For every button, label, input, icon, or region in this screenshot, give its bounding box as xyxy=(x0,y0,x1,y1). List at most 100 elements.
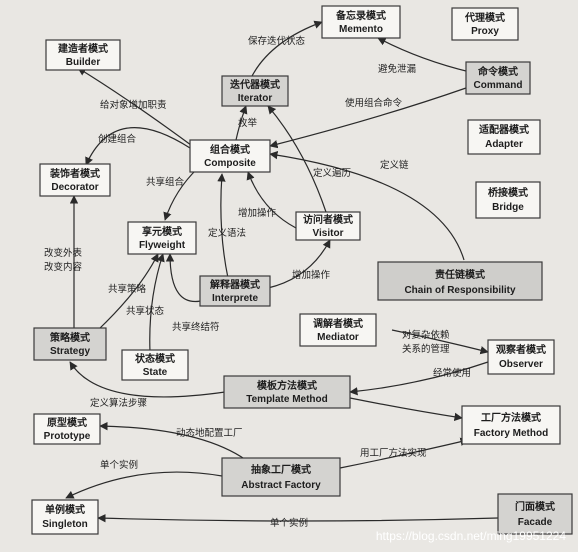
edge-composite-decorator xyxy=(85,127,191,166)
node-command: 命令模式 Command xyxy=(465,61,531,95)
label-complex-dependency-2: 关系的管理 xyxy=(402,343,450,355)
edge-labels: 保存迭代状态 避免泄漏 给对象增加职责 创建组合 使用组合命令 枚举 共享组合 … xyxy=(44,35,471,529)
node-template: 模板方法模式 Template Method xyxy=(223,375,351,409)
edge-abstract-factory-singleton xyxy=(65,471,223,499)
node-command-en: Command xyxy=(474,80,523,91)
node-flyweight: 享元模式 Flyweight xyxy=(127,221,197,255)
label-change-content: 改变内容 xyxy=(44,261,83,273)
node-template-en: Template Method xyxy=(246,394,327,405)
node-chain: 责任链模式 Chain of Responsibility xyxy=(377,261,543,301)
edge-command-memento xyxy=(377,37,471,73)
node-facade-en: Facade xyxy=(518,517,553,528)
node-memento-cn: 备忘录模式 xyxy=(335,9,386,22)
label-share-state: 共享状态 xyxy=(126,305,165,317)
node-composite-en: Composite xyxy=(204,158,256,169)
label-share-terminal: 共享终结符 xyxy=(172,321,220,333)
edge-interpreter-visitor xyxy=(267,239,331,289)
edge-abstract-factory-factory-method xyxy=(339,437,469,469)
edge-template-factory-method xyxy=(349,397,463,422)
node-observer-cn: 观察者模式 xyxy=(496,343,546,356)
edge-visitor-composite xyxy=(246,171,297,229)
node-mediator-cn: 调解者模式 xyxy=(313,317,363,330)
node-builder-cn: 建造者模式 xyxy=(57,42,108,55)
node-factory-method: 工厂方法模式 Factory Method xyxy=(461,405,561,445)
label-create-composite: 创建组合 xyxy=(98,133,137,145)
edges xyxy=(65,20,499,523)
node-flyweight-cn: 享元模式 xyxy=(142,225,182,238)
node-strategy-en: Strategy xyxy=(50,346,90,357)
node-chain-en: Chain of Responsibility xyxy=(404,285,516,296)
node-singleton: 单例模式 Singleton xyxy=(31,499,99,535)
node-iterator-cn: 迭代器模式 xyxy=(230,78,280,91)
label-share-composite: 共享组合 xyxy=(146,176,185,188)
node-interpreter-cn: 解释器模式 xyxy=(210,278,260,291)
watermark: https://blog.csdn.net/ming19951224 xyxy=(376,529,566,543)
node-prototype-en: Prototype xyxy=(44,431,91,442)
edge-strategy-flyweight xyxy=(97,253,159,331)
edge-mediator-observer xyxy=(391,329,489,355)
node-decorator: 装饰者模式 Decorator xyxy=(39,163,111,197)
edge-command-composite xyxy=(269,87,467,149)
node-visitor: 访问者模式 Visitor xyxy=(295,211,361,241)
node-prototype-cn: 原型模式 xyxy=(47,416,87,429)
edge-state-flyweight xyxy=(149,253,165,353)
node-bridge-cn: 桥接模式 xyxy=(488,186,528,199)
node-iterator-en: Iterator xyxy=(238,93,273,104)
node-memento: 备忘录模式 Memento xyxy=(321,5,401,39)
node-interpreter: 解释器模式 Interprete xyxy=(199,275,271,307)
label-single-instance-1: 单个实例 xyxy=(100,459,138,471)
label-single-instance-2: 单个实例 xyxy=(270,517,308,529)
node-singleton-en: Singleton xyxy=(42,519,88,530)
label-define-traversal: 定义遍历 xyxy=(313,167,351,179)
label-share-strategy: 共享策略 xyxy=(108,283,147,295)
label-add-responsibility: 给对象增加职责 xyxy=(100,99,167,111)
node-visitor-cn: 访问者模式 xyxy=(303,213,353,226)
node-bridge: 桥接模式 Bridge xyxy=(475,181,541,219)
edge-composite-builder xyxy=(77,67,196,149)
label-often-use: 经常使用 xyxy=(433,367,471,379)
label-define-grammar: 定义语法 xyxy=(208,227,246,239)
node-abstract-factory-cn: 抽象工厂模式 xyxy=(251,463,311,476)
node-decorator-en: Decorator xyxy=(51,182,98,193)
edge-observer-template xyxy=(349,361,489,396)
node-proxy-cn: 代理模式 xyxy=(464,11,505,24)
node-abstract-factory-en: Abstract Factory xyxy=(241,480,321,491)
node-command-cn: 命令模式 xyxy=(477,65,518,78)
node-proxy-en: Proxy xyxy=(471,26,499,37)
edge-visitor-iterator xyxy=(267,105,327,213)
edge-facade-singleton xyxy=(97,514,499,523)
label-use-composite-command: 使用组合命令 xyxy=(345,97,403,109)
node-abstract-factory: 抽象工厂模式 Abstract Factory xyxy=(221,457,341,497)
node-adapter: 适配器模式 Adapter xyxy=(467,119,541,155)
node-observer-en: Observer xyxy=(499,359,543,370)
node-proxy: 代理模式 Proxy xyxy=(451,7,519,41)
label-dynamic-factory: 动态地配置工厂 xyxy=(176,427,243,439)
label-add-operation-1: 增加操作 xyxy=(238,207,277,219)
node-factory-method-en: Factory Method xyxy=(474,428,548,439)
node-mediator: 调解者模式 Mediator xyxy=(299,313,377,347)
node-iterator: 迭代器模式 Iterator xyxy=(221,75,289,107)
edge-template-strategy xyxy=(69,361,226,398)
node-prototype: 原型模式 Prototype xyxy=(33,413,101,445)
node-memento-en: Memento xyxy=(339,24,383,35)
node-singleton-cn: 单例模式 xyxy=(45,503,85,516)
node-flyweight-en: Flyweight xyxy=(139,240,186,251)
node-builder: 建造者模式 Builder xyxy=(45,39,121,71)
label-change-skin: 改变外表 xyxy=(44,247,83,259)
edge-composite-flyweight xyxy=(163,167,199,221)
node-observer: 观察者模式 Observer xyxy=(487,339,555,375)
node-facade: 门面模式 Facade xyxy=(497,493,573,535)
label-define-algorithm-steps: 定义算法步骤 xyxy=(90,397,147,409)
edge-interpreter-flyweight xyxy=(165,253,206,303)
label-add-operation-2: 增加操作 xyxy=(292,269,331,281)
label-avoid-leak: 避免泄漏 xyxy=(378,63,416,75)
node-chain-cn: 责任链模式 xyxy=(435,268,485,281)
label-enumerate: 枚举 xyxy=(238,117,258,129)
node-decorator-cn: 装饰者模式 xyxy=(49,167,100,180)
label-define-chain: 定义链 xyxy=(380,159,409,171)
label-save-iteration-state: 保存迭代状态 xyxy=(248,35,306,47)
edge-iterator-memento xyxy=(249,20,323,81)
edge-abstract-factory-prototype xyxy=(99,421,247,461)
node-facade-cn: 门面模式 xyxy=(515,500,555,513)
